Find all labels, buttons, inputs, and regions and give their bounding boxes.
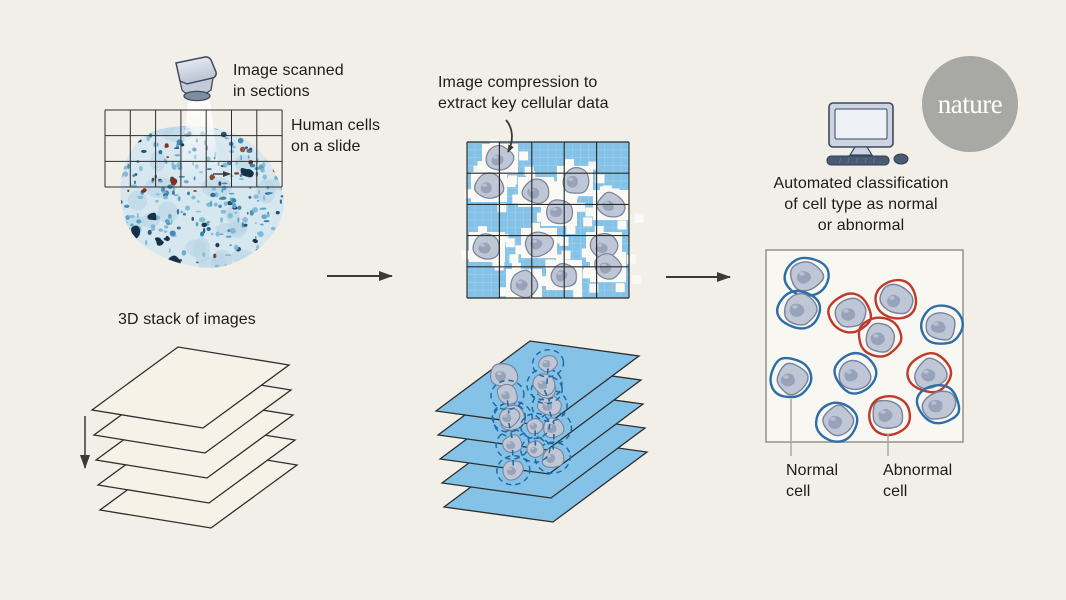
- monitor-screen: [834, 108, 888, 140]
- slide-label: Human cells on a slide: [291, 117, 381, 155]
- keyboard: [826, 155, 890, 166]
- normal-cell-ring: [814, 401, 859, 443]
- scan-grid: [104, 109, 283, 188]
- image-stack-3d: [80, 346, 299, 529]
- scanner-icon: [175, 56, 217, 102]
- computer-icon: [826, 102, 909, 166]
- normal-cell-ring: [915, 383, 961, 425]
- nature-logo-text: nature: [937, 88, 1003, 119]
- compression-label: Image compression to extract key cellula…: [438, 74, 609, 112]
- compressed-stack: [434, 340, 649, 523]
- abnormal-cell-ring: [827, 292, 873, 334]
- monitor-stand: [848, 146, 874, 156]
- normal-cell-ring: [775, 289, 822, 330]
- classification-label: Automated classification of cell type as…: [773, 175, 949, 234]
- abnormal-cell-ring: [868, 394, 912, 437]
- scanner-beam: [180, 100, 221, 186]
- stack-label: 3D stack of images: [118, 311, 256, 328]
- classification-box: [765, 249, 964, 456]
- normal-cell-ring: [919, 304, 964, 345]
- normal-cell-ring: [833, 351, 878, 395]
- compression-grid: [461, 119, 644, 299]
- nature-logo: nature: [922, 56, 1018, 152]
- normal-cell-label: Normal cell: [786, 462, 839, 500]
- abnormal-cell-ring: [857, 316, 903, 358]
- abnormal-cell-ring: [906, 351, 953, 394]
- normal-cell-ring: [769, 356, 813, 399]
- abnormal-cell-ring: [874, 278, 918, 320]
- abnormal-cell-label: Abnormal cell: [883, 462, 953, 500]
- scan-label: Image scanned in sections: [233, 62, 344, 100]
- mouse: [893, 153, 909, 165]
- compression-pointer-arrow: [505, 119, 514, 153]
